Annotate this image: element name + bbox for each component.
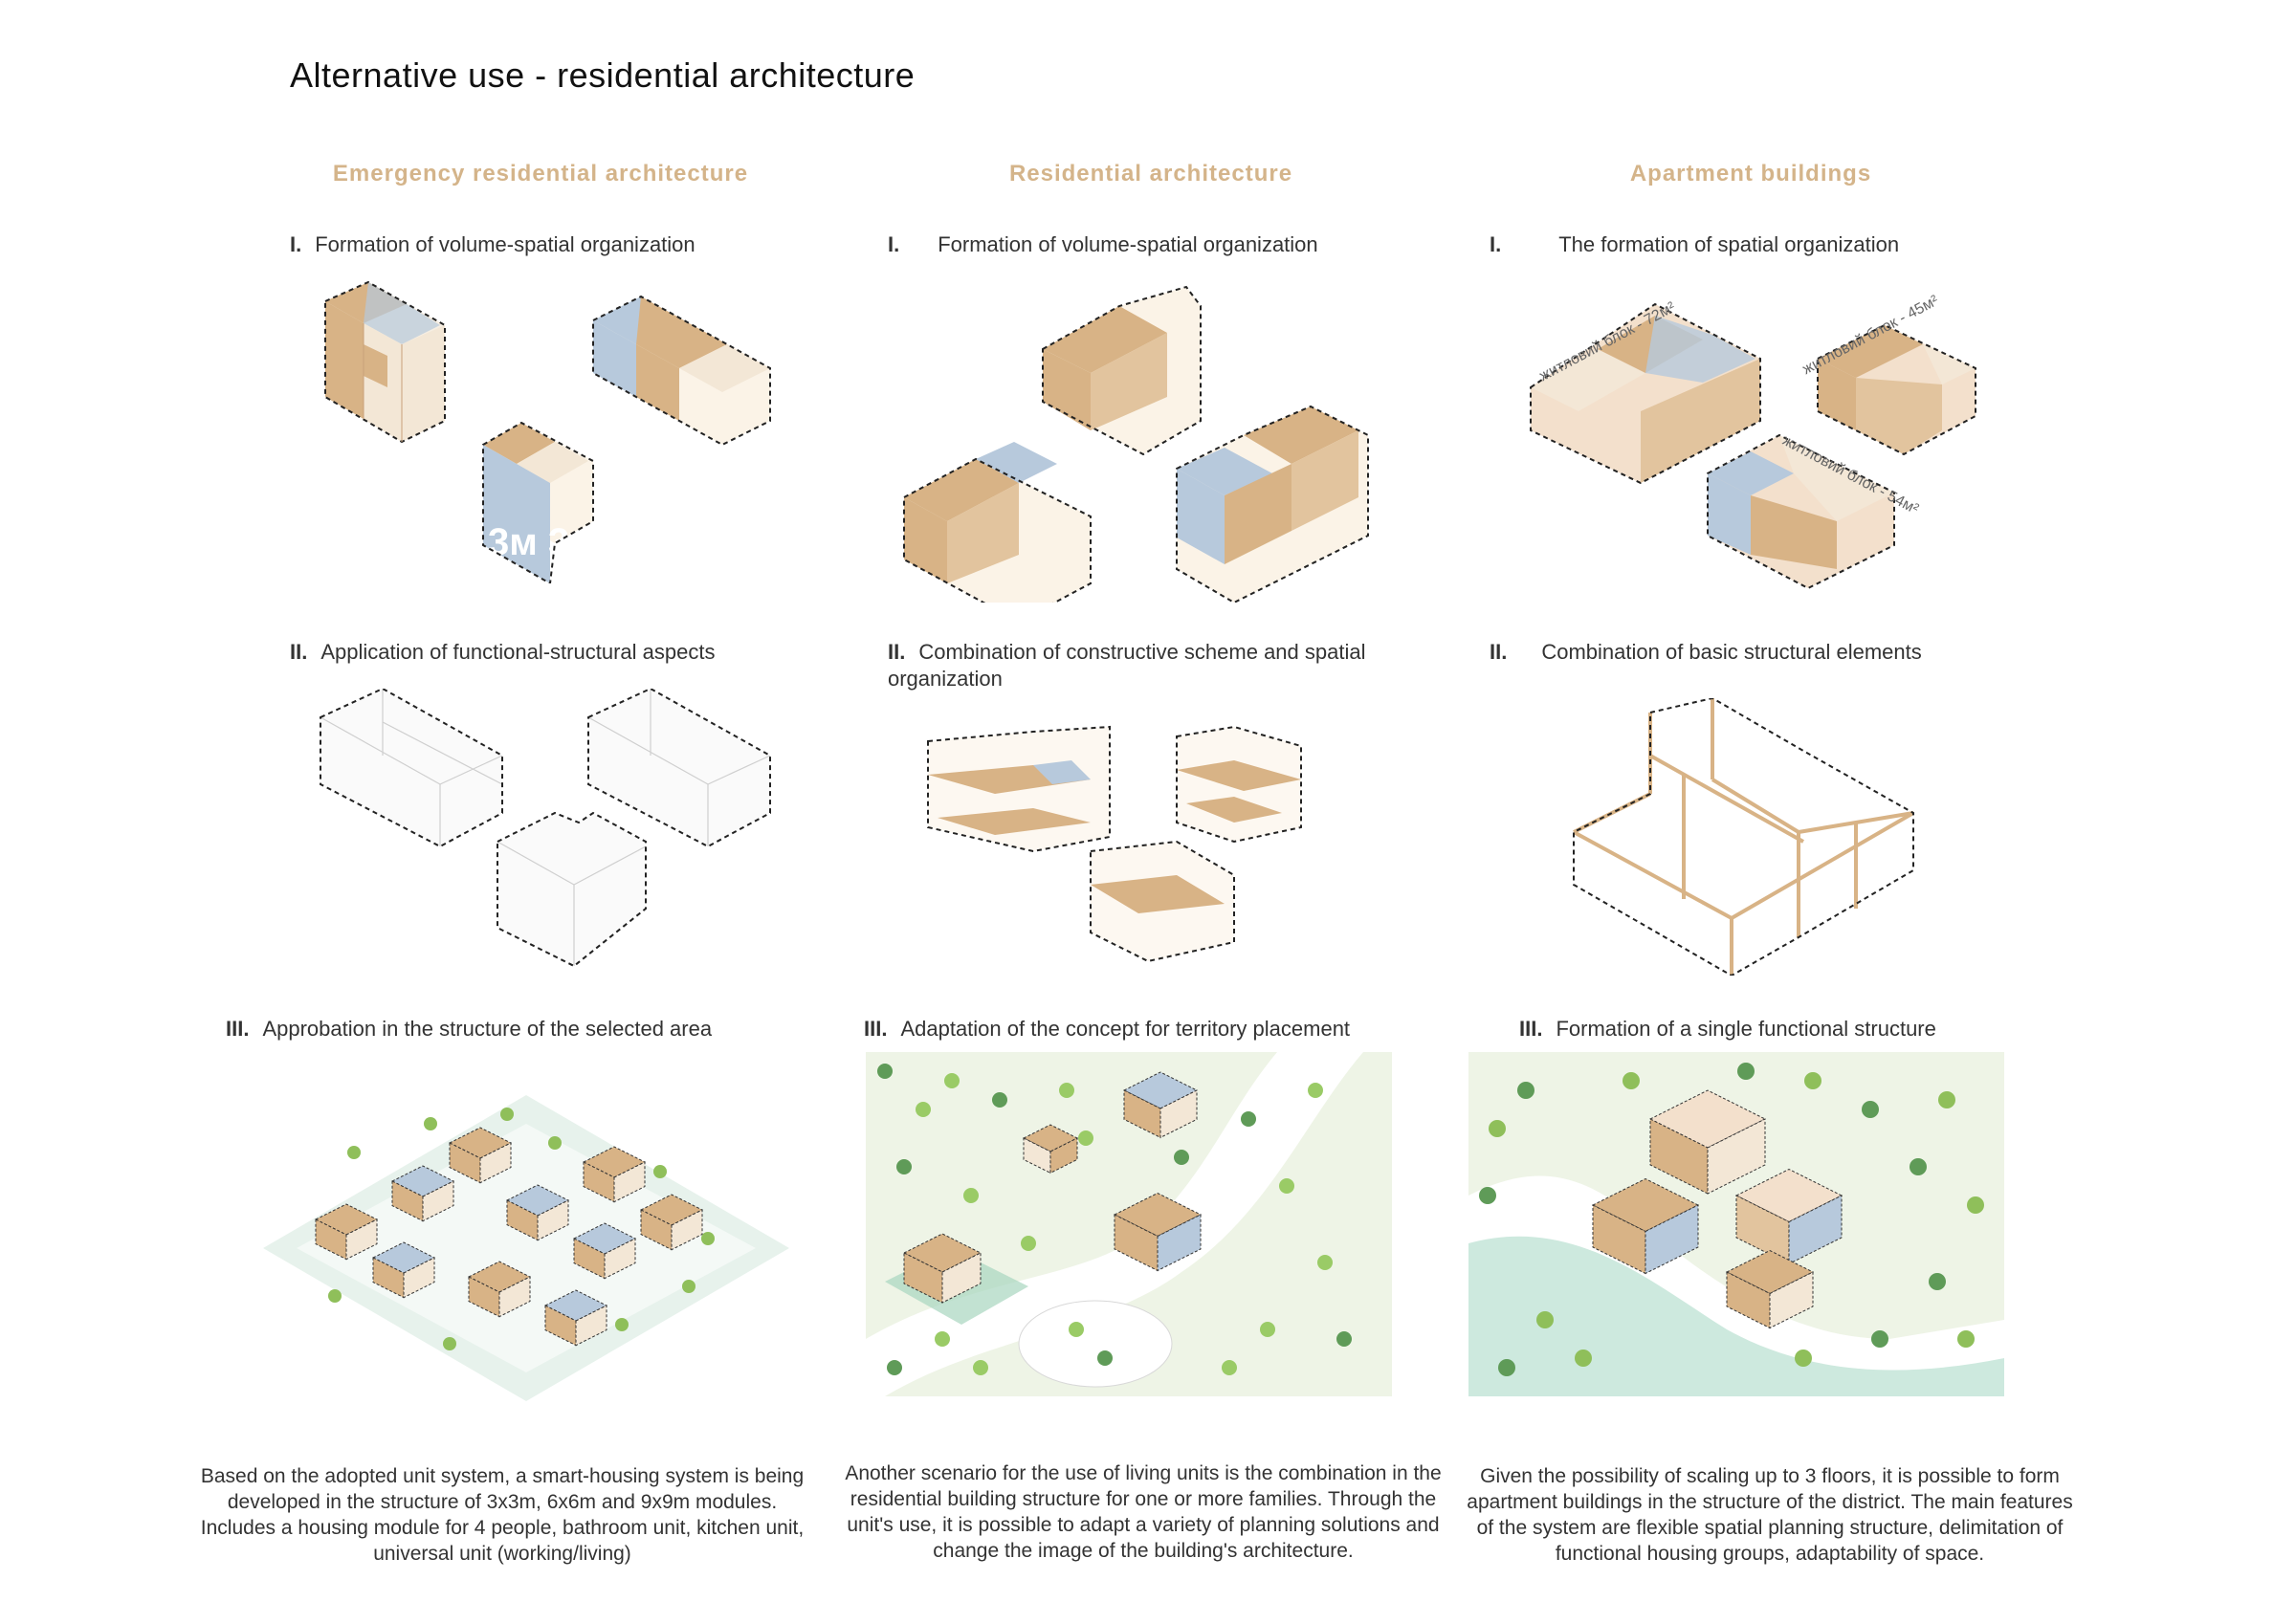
constructive-scheme-diagram: .dash{fill:none;stroke:#222;stroke-width… (918, 722, 1358, 971)
step-1-col-3: I.The formation of spatial organization (1490, 232, 1900, 256)
step-3-col-1: III.Approbation in the structure of the … (226, 1017, 713, 1041)
step-2-col-2: II.Combination of constructive scheme an… (888, 640, 1366, 691)
step-1-col-2: I.Formation of volume-spatial organizati… (888, 232, 1318, 256)
step-1-col-1: I.Formation of volume-spatial organizati… (290, 232, 695, 256)
structural-elements-diagram: .w{stroke:#d8b386;stroke-width:4;fill:no… (1569, 698, 1923, 976)
functional-structure-diagram: .dash{fill:none;stroke:#222;stroke-width… (316, 689, 794, 985)
step-3-col-3: III.Formation of a single functional str… (1519, 1017, 1936, 1041)
functional-structure-map (1468, 1052, 2004, 1396)
district-approbation-map (258, 1057, 794, 1411)
territory-placement-map (866, 1052, 1392, 1396)
module-volumes-diagram: .dash{fill:none;stroke:#222;stroke-width… (316, 277, 794, 583)
step-2-col-1: II.Application of functional-structural … (290, 640, 716, 664)
page-title: Alternative use - residential architectu… (290, 55, 916, 95)
description-residential: Another scenario for the use of living u… (845, 1462, 1442, 1562)
residential-volumes-diagram: .dash{fill:none;stroke:#222;stroke-width… (899, 277, 1378, 603)
description-emergency: Based on the adopted unit system, a smar… (200, 1465, 805, 1565)
column-heading-residential: Residential architecture (1008, 161, 1293, 187)
description-apartments: Given the possibility of scaling up to 3… (1467, 1465, 2073, 1565)
step-2-col-3: II.Combination of basic structural eleme… (1490, 640, 1922, 664)
apartment-blocks-diagram: .dash{fill:none;stroke:#222;stroke-width… (1521, 277, 1980, 603)
step-3-col-2: III.Adaptation of the concept for territ… (864, 1017, 1351, 1041)
column-heading-apartments: Apartment buildings (1629, 161, 1872, 187)
column-heading-emergency: Emergency residential architecture (332, 161, 749, 187)
